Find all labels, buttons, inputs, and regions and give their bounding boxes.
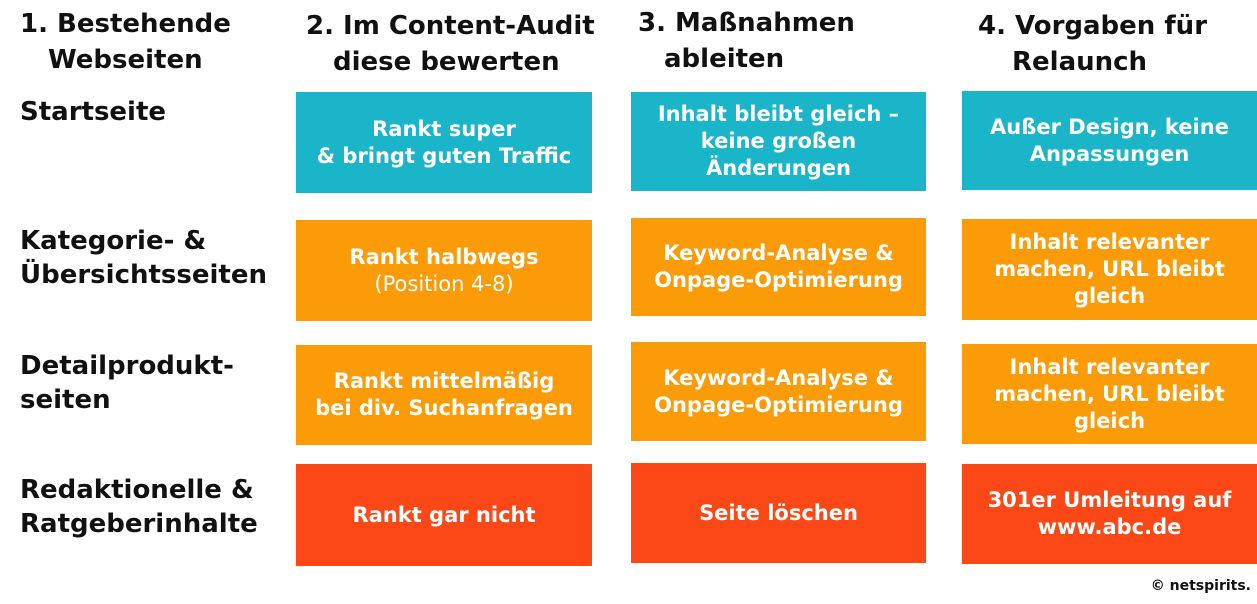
row-label-line: Redaktionelle & [20,475,254,505]
box-text-line: Onpage-Optimierung [654,392,903,417]
header-line: Relaunch [1012,47,1148,77]
box-text-line: bei div. Suchanfragen [315,396,573,420]
header-line: Webseiten [48,45,203,75]
header-line: ableiten [664,44,785,74]
box-text-line: Seite löschen [699,500,858,525]
row-label-line: Detailprodukt- [20,351,234,381]
box-text-line: Keyword-Analyse & [663,241,894,265]
row-label-line: Übersichtsseiten [20,260,267,290]
row-label-redaktionelle: Redaktionelle & Ratgeberinhalte [20,473,258,541]
header-line: 2. Im Content-Audit [306,11,595,41]
box-text-line: Keyword-Analyse & [663,365,894,390]
audit-box-redaktionelle: Rankt gar nicht [296,464,592,566]
box-text-line: keine großen [700,129,857,153]
measure-box-redaktionelle: Seite löschen [631,463,926,563]
audit-box-detailprodukt: Rankt mittelmäßig bei div. Suchanfragen [296,345,592,445]
box-text-line: 301er Umleitung auf [987,488,1232,512]
header-line: 3. Maßnahmen [638,8,855,38]
relaunch-box-redaktionelle: 301er Umleitung auf www.abc.de [962,464,1257,564]
header-line: diese bewerten [333,47,560,77]
header-relaunch: 4. Vorgaben für Relaunch [978,8,1207,80]
box-text-line: Onpage-Optimierung [654,268,903,292]
box-text-line: Änderungen [706,156,851,180]
audit-box-startseite: Rankt super & bringt guten Traffic [296,92,592,193]
row-label-startseite: Startseite [20,95,166,129]
box-text-line: Anpassungen [1029,141,1190,166]
box-text-line: Inhalt relevanter [1009,230,1210,254]
box-text-line: www.abc.de [1037,515,1182,539]
box-text-line: Rankt halbwegs [349,244,539,269]
row-label-line: seiten [20,385,111,415]
measure-box-detailprodukt: Keyword-Analyse & Onpage-Optimierung [631,342,926,441]
box-text-line: machen, URL bleibt [994,257,1225,281]
row-label-detailprodukt: Detailprodukt- seiten [20,349,234,417]
audit-box-kategorie: Rankt halbwegs (Position 4-8) [296,220,592,321]
relaunch-box-startseite: Außer Design, keine Anpassungen [962,91,1257,190]
measure-box-kategorie: Keyword-Analyse & Onpage-Optimierung [631,218,926,316]
row-label-line: Startseite [20,97,167,127]
box-text-line: gleich [1073,284,1146,308]
header-line: 4. Vorgaben für [978,11,1208,41]
box-text-line: & bringt guten Traffic [316,143,572,168]
header-content-audit: 2. Im Content-Audit diese bewerten [306,8,595,80]
header-measures: 3. Maßnahmen ableiten [638,5,855,77]
box-text-line: Rankt super [372,116,516,141]
box-text-line: machen, URL bleibt [994,381,1225,406]
box-text-line: Außer Design, keine [990,114,1229,139]
box-text-line: gleich [1073,408,1146,433]
box-text-line: Rankt gar nicht [352,502,536,527]
header-line: 1. Bestehende [20,9,231,39]
row-label-line: Kategorie- & [20,226,207,256]
relaunch-box-detailprodukt: Inhalt relevanter machen, URL bleibt gle… [962,344,1257,444]
measure-box-startseite: Inhalt bleibt gleich – keine großen Ände… [631,92,926,191]
copyright-notice: © netspirits. [1150,578,1251,594]
box-text-line: Rankt mittelmäßig [333,369,555,393]
box-text-line: Inhalt bleibt gleich – [657,102,900,126]
row-label-kategorie: Kategorie- & Übersichtsseiten [20,224,267,292]
row-label-line: Ratgeberinhalte [20,509,258,539]
box-text-line: (Position 4-8) [374,271,514,296]
header-existing-pages: 1. Bestehende Webseiten [20,6,231,78]
relaunch-box-kategorie: Inhalt relevanter machen, URL bleibt gle… [962,219,1257,320]
box-text-line: Inhalt relevanter [1009,354,1210,379]
